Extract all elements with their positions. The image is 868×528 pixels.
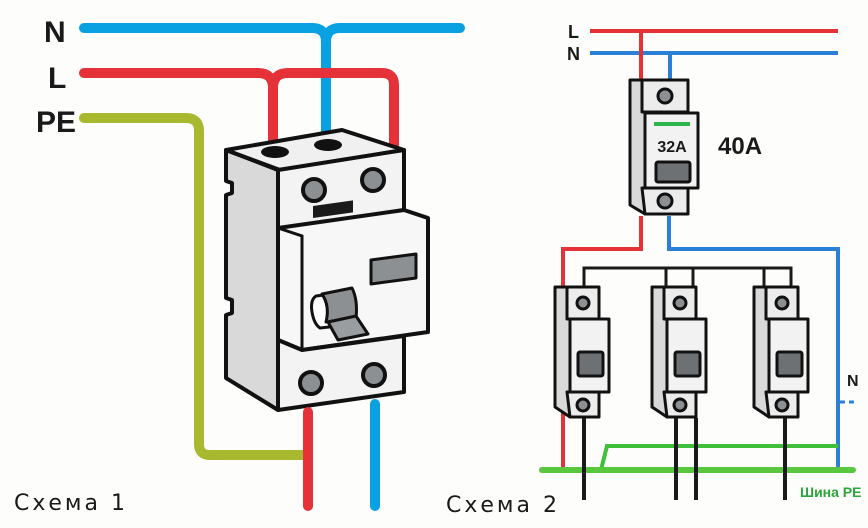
scheme-2: L N 32A 40A N (446, 22, 861, 518)
outgoing-wires (582, 418, 787, 500)
pe-wire-scheme1 (79, 113, 309, 460)
label-l-scheme1: L (48, 62, 66, 95)
terminal-screw-icon (656, 192, 674, 210)
label-pe-scheme1: PE (36, 106, 76, 139)
rcd-side-face (224, 148, 280, 412)
branch-breaker-2 (650, 285, 708, 419)
pe-link-wire (599, 444, 838, 471)
breaker-toggle[interactable] (775, 350, 804, 378)
branch-breaker-3 (752, 285, 810, 419)
terminal-screw-icon (672, 295, 688, 311)
terminal-screw-icon (575, 295, 591, 311)
indicator-slot (313, 200, 353, 219)
neutral-distribution-wire (667, 216, 840, 470)
label-n-side: N (847, 373, 859, 390)
rcd-lever-icon[interactable] (310, 286, 370, 342)
pe-bus-label: Шина PE (800, 484, 861, 500)
terminal-screw-icon (301, 177, 327, 203)
terminal-screw-icon (672, 397, 688, 413)
label-l-scheme2: L (568, 22, 579, 42)
main-rating-label: 40A (718, 133, 762, 160)
terminal-screw-icon (656, 87, 674, 105)
terminal-screw-icon (774, 397, 790, 413)
main-breaker-toggle[interactable] (654, 160, 692, 184)
caption-scheme1: Схема 1 (14, 491, 128, 516)
rcd-device (224, 128, 430, 412)
terminal-screw-icon (774, 295, 790, 311)
branch-breaker-1 (553, 285, 611, 419)
terminal-screw-icon (298, 370, 324, 396)
main-breaker: 32A (628, 78, 700, 216)
neutral-wire-scheme1 (79, 23, 465, 153)
phase-wire-scheme1 (79, 68, 399, 157)
status-indicator (654, 122, 690, 126)
terminal-screw-icon (360, 167, 386, 193)
breaker-toggle[interactable] (576, 350, 605, 378)
main-breaker-rating: 32A (657, 139, 687, 156)
top-terminal-hole-l (261, 146, 289, 158)
label-n-scheme1: N (44, 16, 66, 49)
branch-feed-bus (582, 266, 793, 290)
terminal-screw-icon (361, 362, 387, 388)
test-button[interactable] (369, 252, 418, 286)
top-terminal-hole-n (314, 139, 342, 151)
scheme-1: N L PE (14, 16, 465, 516)
label-n-scheme2: N (567, 44, 580, 64)
caption-scheme2: Схема 2 (446, 493, 560, 518)
terminal-screw-icon (575, 397, 591, 413)
breaker-toggle[interactable] (673, 350, 702, 378)
